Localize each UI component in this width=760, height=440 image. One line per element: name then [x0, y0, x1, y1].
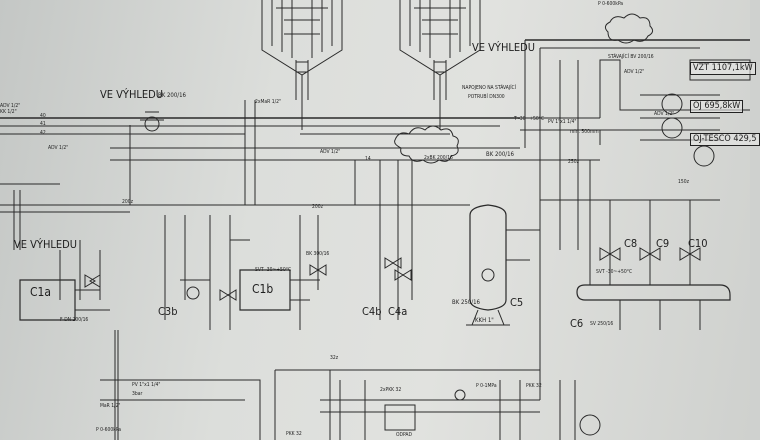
equipment-c1a: C1a [30, 285, 52, 299]
equipment-c5: C5 [510, 296, 524, 309]
equipment-c4b: C4b [362, 305, 382, 318]
callout-pv-bar: 3bar [132, 391, 143, 397]
callout-bk-300: BK 300/16 [306, 251, 330, 257]
equipment-c8: C8 [624, 237, 638, 250]
equipment-c3b: C3b [158, 305, 178, 318]
equipment-c4a: C4a [388, 305, 408, 318]
callout-sv: SV 250/16 [590, 321, 614, 327]
callout-pv: PV 1"x1 1/4" [548, 119, 577, 125]
callout-2x-bk: 2xBK 200/16 [424, 155, 453, 161]
callout-fb: F-DN 200/16 [60, 317, 89, 323]
connection-note-line1: NAPOJENO NA STÁVAJÍCÍ [462, 85, 516, 91]
callout-length: min. 500mm [570, 129, 599, 135]
callout-odpad: ODPAD [396, 432, 412, 438]
callout-dn-250: 250z [568, 159, 579, 165]
callout-kk-left: KK 1/2" [0, 109, 17, 115]
callout-adv-5: ADV 1/2" [654, 111, 675, 117]
callout-dn-200: 200z [312, 204, 323, 210]
callout-z42: 42 [40, 130, 46, 136]
callout-2x-mar: 2xMaR 1/2" [255, 99, 282, 105]
callout-z40: 40 [40, 113, 46, 119]
callout-dn-32: 32z [330, 355, 339, 361]
callout-dn-200-b: 200z [122, 199, 133, 205]
callout-pkk-2: PKK 32 [526, 383, 542, 389]
unit-oj-tesco: OJ-TESCO 429,5 [690, 133, 760, 146]
header-label-left: VE VÝHLEDU [100, 88, 164, 101]
callout-z14: 14 [365, 156, 371, 162]
callout-z41: 41 [40, 121, 46, 127]
equipment-c10: C10 [688, 237, 708, 250]
callout-pp-range: P 0-1MPa [476, 383, 497, 389]
callout-adv-2: ADV 1/2" [48, 145, 69, 151]
equipment-c1b: C1b [252, 282, 274, 296]
existing-pipe-note: STÁVAJÍCÍ BV 200/16 [608, 54, 654, 60]
callout-adv-left: ADV 1/2" [0, 103, 21, 109]
callout-bk-250: BK 250/16 [452, 299, 480, 306]
callout-adv-4: ADV 1/2" [624, 69, 645, 75]
callout-p-range: P 0-600kPa [96, 427, 122, 433]
equipment-c9: C9 [656, 237, 670, 250]
unit-vzt: VZT 1107,1kW [690, 62, 756, 75]
header-label-right: VE VÝHLEDU [472, 41, 536, 54]
equipment-c6: C6 [570, 317, 584, 330]
callout-dn-150: 150z [678, 179, 689, 185]
connection-note-line2: POTRUBÍ DN300 [468, 94, 505, 100]
callout-mar: MaR 1/2" [100, 403, 121, 409]
callout-2x-pkk: 2xPKK 32 [380, 387, 402, 393]
unit-oj: OJ 695,8kW [690, 100, 744, 113]
callout-adv-3: ADV 1/2" [320, 149, 341, 155]
callout-kkh: KKH 1" [475, 317, 494, 324]
callout-bk-200: BK 200/16 [158, 92, 186, 99]
callout-temp-3: SVT -30~+50°C [596, 269, 633, 275]
callout-temp: T -30~+50°C [514, 116, 545, 122]
existing-pressure-note: P 0-600kPa [598, 1, 624, 7]
callout-pv-bottom: PV 1"x1 1/4" [132, 382, 161, 388]
callout-pkk: PKK 32 [286, 431, 302, 437]
callout-temp-2: SVT -30~+50°C [255, 267, 292, 273]
header-label-lower: VE VÝHLEDU [14, 238, 78, 251]
callout-bk-200-b: BK 200/16 [486, 151, 514, 158]
